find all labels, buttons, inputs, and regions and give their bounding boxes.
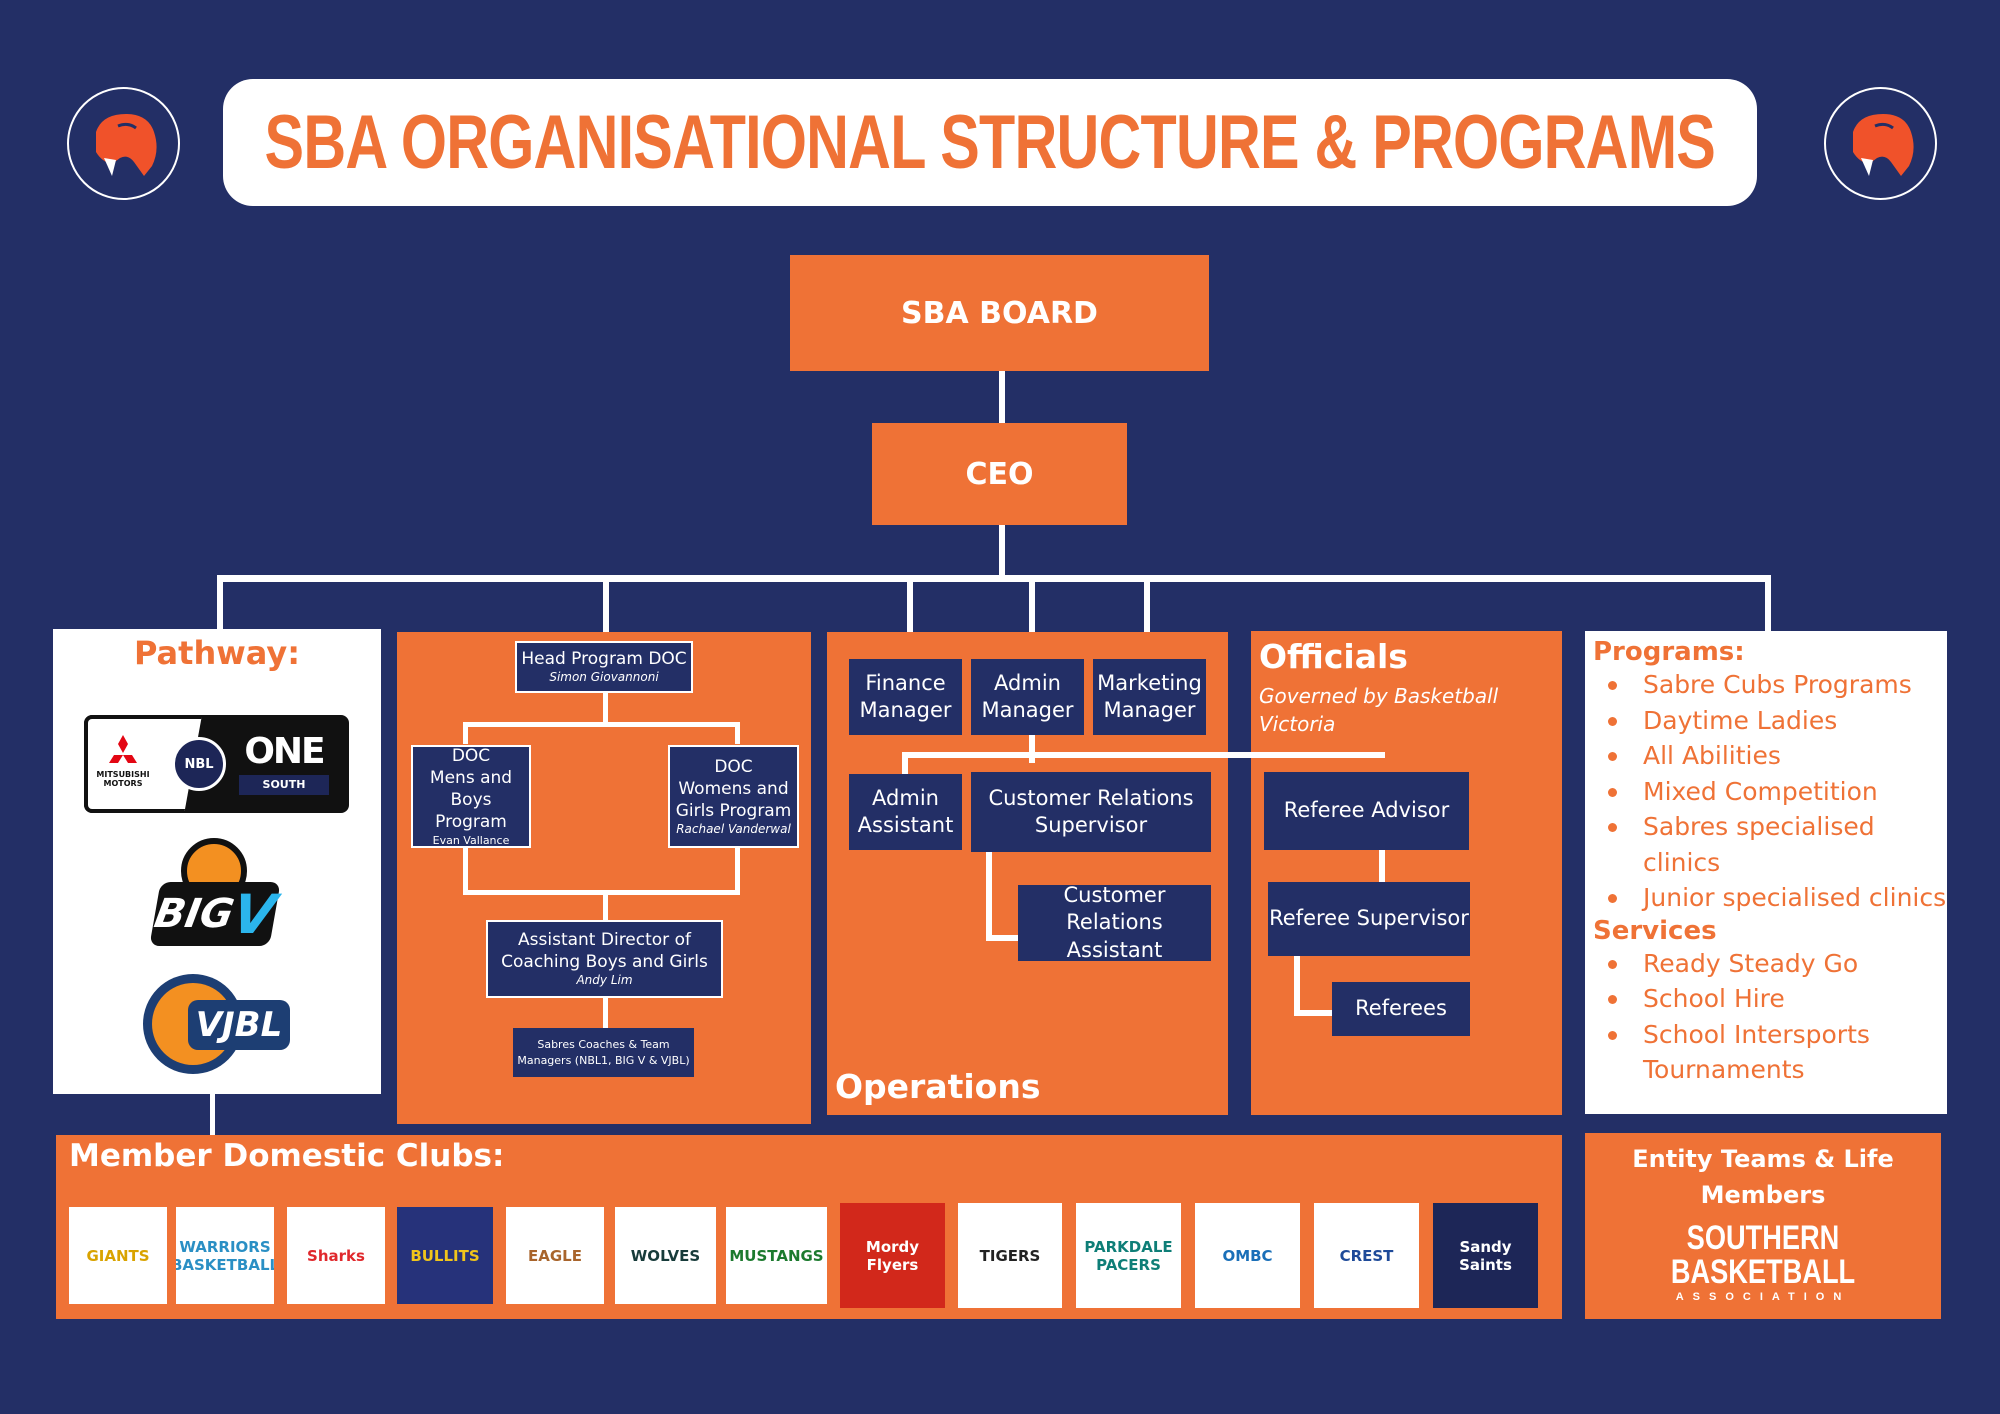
programs-list: Sabre Cubs Programs Daytime Ladies All A… [1593,667,1947,916]
program-item: Sabres specialised clinics [1593,809,1947,880]
referee-supervisor-box: Referee Supervisor [1268,882,1470,956]
club-logo: EAGLE [506,1207,604,1304]
club-logo: WOLVES [615,1207,716,1304]
southern-basketball-logo: SOUTHERN BASKETBALL ASSOCIATION [1670,1219,1856,1303]
program-item: Sabre Cubs Programs [1593,667,1947,703]
nbl1-south-logo: MITSUBISHI MOTORS NBL ONE SOUTH [84,715,349,813]
officials-title: Officials [1259,637,1408,676]
programs-panel: Programs: Sabre Cubs Programs Daytime La… [1585,631,1947,1114]
club-logo: Sharks [287,1207,385,1304]
mitsubishi-label: MITSUBISHI MOTORS [96,770,150,788]
ceo-down-connector [999,525,1005,580]
programs-connector [1765,575,1771,631]
service-item: Ready Steady Go [1593,946,1947,982]
operations-title: Operations [835,1067,1041,1106]
south-label: SOUTH [239,775,329,795]
nbl-ball-icon: NBL [172,737,226,791]
pathway-panel: Pathway: MITSUBISHI MOTORS NBL ONE SOUTH… [53,629,381,1094]
referees-box: Referees [1332,982,1470,1036]
program-item: Daytime Ladies [1593,703,1947,739]
program-item: Junior specialised clinics [1593,880,1947,916]
tiger-head-icon [95,113,157,176]
program-item: Mixed Competition [1593,774,1947,810]
tiger-head-icon [1852,113,1914,176]
club-logo: CREST [1314,1203,1419,1308]
coaching-connector [603,575,609,633]
services-title: Services [1593,915,1717,946]
pathway-clubs-connector [210,1094,215,1135]
club-logo: TIGERS [958,1203,1062,1308]
horizontal-connector [217,575,1771,582]
club-logo: MUSTANGS [726,1207,827,1304]
club-logo: WARRIORS BASKETBALL [176,1207,274,1304]
service-item-continued: Tournaments [1643,1055,1805,1084]
pathway-title: Pathway: [133,634,301,672]
mitsubishi-diamonds-icon [108,735,138,765]
page-title: SBA ORGANISATIONAL STRUCTURE & PROGRAMS [264,100,1716,185]
ceo-box: CEO [872,423,1127,525]
finance-connector [907,575,913,660]
club-logo: GIANTS [69,1207,167,1304]
admin-connector [1029,575,1035,660]
ceo-label: CEO [965,456,1034,492]
club-logo: Sandy Saints [1433,1203,1538,1308]
vjbl-logo: VJBL [143,974,293,1078]
club-logo: PARKDALE PACERS [1076,1203,1181,1308]
left-tiger-logo-icon [67,87,180,200]
right-tiger-logo-icon [1824,87,1937,200]
club-logo: Mordy Flyers [840,1203,945,1308]
title-banner: SBA ORGANISATIONAL STRUCTURE & PROGRAMS [223,79,1757,206]
service-item: School Hire [1593,981,1947,1017]
board-box: SBA BOARD [790,255,1209,371]
programs-title: Programs: [1593,637,1745,667]
pathway-connector [217,575,223,631]
club-logo: BULLITS [397,1207,493,1304]
board-label: SBA BOARD [901,295,1098,331]
club-logo: OMBC [1195,1203,1300,1308]
one-label: ONE [244,731,325,772]
services-list: Ready Steady Go School Hire School Inter… [1593,946,1947,1088]
board-ceo-connector [999,371,1005,423]
program-item: All Abilities [1593,738,1947,774]
member-clubs-title: Member Domestic Clubs: [69,1138,505,1174]
marketing-connector [1144,575,1150,660]
referee-advisor-box: Referee Advisor [1264,772,1469,850]
service-item: School Intersports [1593,1017,1947,1053]
